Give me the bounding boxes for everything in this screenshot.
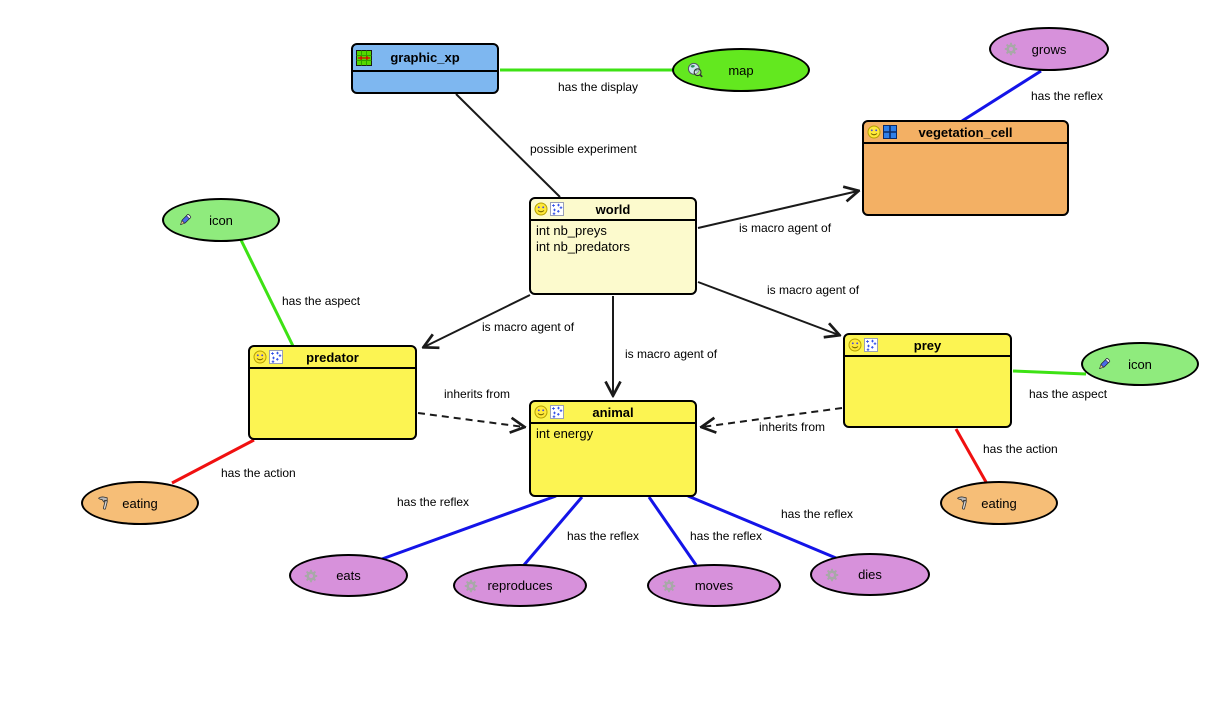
ellipse-grows[interactable]: grows [989, 27, 1109, 71]
edge-label-possible-experiment: possible experiment [530, 142, 637, 156]
edge-label-reflex-eats: has the reflex [397, 495, 470, 509]
node-vegetation-cell[interactable]: vegetation_cell [862, 120, 1069, 216]
node-prey[interactable]: prey [843, 333, 1012, 428]
ellipse-dies[interactable]: dies [810, 553, 930, 596]
smiley-icon [867, 125, 881, 139]
edge-label-has-the-reflex-grows: has the reflex [1031, 89, 1104, 103]
node-animal[interactable]: animal int energy [529, 400, 697, 497]
ellipse-label-icon-right: icon [1128, 356, 1152, 372]
node-body-vegetation-cell [864, 144, 1067, 148]
attribute-nb-predators: int nb_predators [536, 239, 630, 254]
edge-predator-animal-inherits[interactable] [417, 412, 524, 427]
edge-icon-predator[interactable] [239, 239, 295, 347]
ellipse-eating-left[interactable]: eating [81, 481, 199, 525]
edge-world-predator[interactable] [424, 294, 531, 347]
edge-icon-prey[interactable] [1012, 369, 1087, 376]
edge-animal-dies[interactable] [687, 494, 837, 560]
ellipse-label-map: map [728, 62, 754, 78]
edge-world-vegetationcell[interactable] [697, 191, 858, 229]
pencil-icon [177, 212, 193, 228]
edge-label-macro-prey: is macro agent of [767, 283, 860, 297]
node-body-world: int nb_preys int nb_predators [531, 221, 695, 257]
node-body-animal: int energy [531, 424, 695, 444]
edge-animal-eats[interactable] [381, 494, 557, 561]
scatter-icon [269, 350, 283, 364]
edge-label-aspect-predator: has the aspect [282, 294, 361, 308]
edge-world-prey[interactable] [697, 281, 839, 335]
pencil-icon [1096, 356, 1112, 372]
edge-animal-moves[interactable] [647, 496, 698, 566]
node-body-predator [250, 369, 415, 373]
ellipse-icon-right[interactable]: icon [1081, 342, 1199, 386]
globe-magnifier-icon [687, 62, 703, 78]
edge-label-macro-predator: is macro agent of [482, 320, 575, 334]
edge-label-has-the-display: has the display [558, 80, 639, 94]
scatter-icon [864, 338, 878, 352]
edge-label-action-prey: has the action [983, 442, 1058, 456]
gear-icon [304, 569, 318, 583]
ellipse-label-eating-right: eating [981, 495, 1017, 511]
attribute-energy: int energy [536, 426, 594, 441]
hammer-icon [955, 495, 971, 511]
edge-label-reflex-reproduces: has the reflex [567, 529, 640, 543]
node-body-prey [845, 357, 1010, 361]
node-title-prey: prey [913, 337, 942, 353]
edge-graphicxp-world[interactable] [455, 93, 561, 198]
node-title-graphic-xp: graphic_xp [390, 50, 460, 65]
ellipse-label-eats: eats [336, 568, 361, 583]
smiley-icon [534, 405, 548, 419]
edge-label-inherits-predator: inherits from [444, 387, 511, 401]
edge-grows-vegetationcell[interactable] [961, 69, 1042, 123]
ellipse-moves[interactable]: moves [647, 564, 781, 607]
node-title-predator: predator [306, 349, 359, 365]
node-graphic-xp[interactable]: graphic_xp [351, 43, 499, 94]
ellipse-label-dies: dies [858, 567, 882, 582]
ellipse-label-grows: grows [1031, 41, 1067, 57]
ellipse-map[interactable]: map [672, 48, 810, 92]
gear-icon [825, 568, 839, 582]
gear-icon [1004, 42, 1018, 56]
edge-label-reflex-dies: has the reflex [781, 507, 854, 521]
edge-eating-prey[interactable] [954, 428, 988, 483]
scatter-icon [550, 202, 564, 216]
edge-label-macro-animal: is macro agent of [625, 347, 718, 361]
ellipse-icon-left[interactable]: icon [162, 198, 280, 242]
ellipse-label-reproduces: reproduces [487, 578, 553, 593]
node-title-animal: animal [592, 404, 634, 420]
ellipse-eats[interactable]: eats [289, 554, 408, 597]
grid-icon [883, 125, 897, 139]
node-predator[interactable]: predator [248, 345, 417, 440]
node-title-vegetation-cell: vegetation_cell [918, 124, 1013, 140]
smiley-icon [534, 202, 548, 216]
attribute-nb-preys: int nb_preys [536, 223, 607, 238]
smiley-icon [253, 350, 267, 364]
ellipse-eating-right[interactable]: eating [940, 481, 1058, 525]
edge-label-macro-vegetation: is macro agent of [739, 221, 832, 235]
edge-label-action-predator: has the action [221, 466, 296, 480]
edge-label-aspect-prey: has the aspect [1029, 387, 1108, 401]
ellipse-label-icon-left: icon [209, 212, 233, 228]
node-world[interactable]: world int nb_preys int nb_predators [529, 197, 697, 295]
chart-icon [356, 50, 372, 66]
gear-icon [464, 579, 478, 593]
ellipse-label-eating-left: eating [122, 495, 158, 511]
ellipse-label-moves: moves [694, 578, 734, 593]
smiley-icon [848, 338, 862, 352]
edge-eating-predator[interactable] [171, 438, 255, 485]
node-body-graphic-xp [353, 72, 497, 76]
gear-icon [662, 579, 676, 593]
scatter-icon [550, 405, 564, 419]
ellipse-reproduces[interactable]: reproduces [453, 564, 587, 607]
edge-label-reflex-moves: has the reflex [690, 529, 763, 543]
node-title-world: world [595, 201, 631, 217]
hammer-icon [96, 495, 112, 511]
edge-animal-reproduces[interactable] [522, 496, 584, 566]
edge-label-inherits-prey: inherits from [759, 420, 826, 434]
